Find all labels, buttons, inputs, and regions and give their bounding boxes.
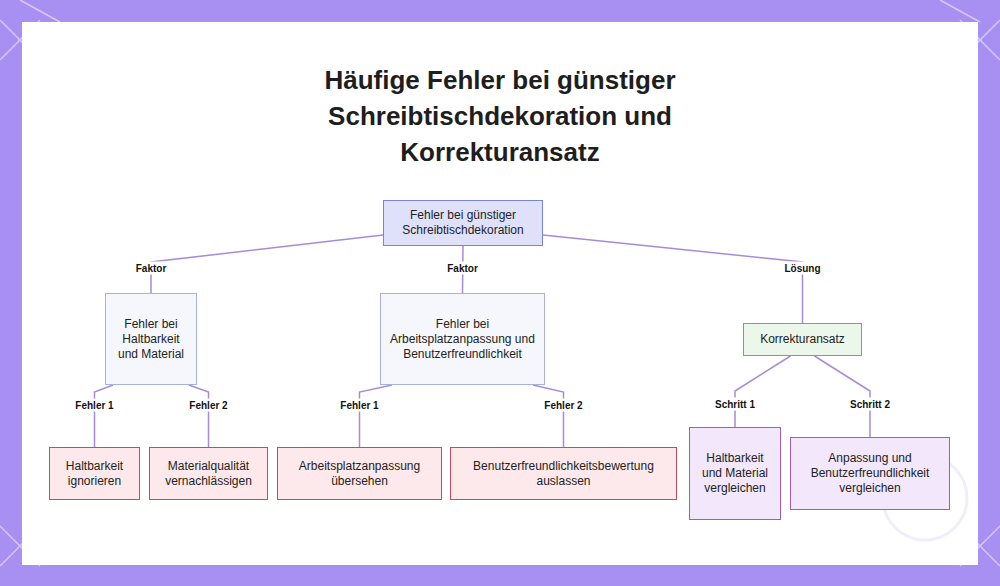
solution-box: Korrekturansatz (743, 323, 862, 356)
connector-line (533, 385, 564, 447)
edge-label: Lösung (781, 262, 823, 275)
corner-lines (0, 0, 1000, 566)
node-text: Arbeitsplatzanpassung übersehen (284, 459, 435, 489)
connector-line (360, 385, 393, 447)
connector-line (543, 235, 803, 323)
node-text: Korrekturansatz (750, 332, 855, 347)
connector-line (815, 356, 871, 437)
edge-label: Schritt 2 (847, 398, 893, 411)
process-box: Fehler bei Haltbarkeit und Material (105, 293, 197, 385)
node-text: Anpassung und Benutzerfreundlichkeit ver… (797, 451, 943, 496)
node-text: Fehler bei Haltbarkeit und Material (112, 317, 190, 362)
edge-label: Fehler 1 (337, 399, 381, 412)
node-text: Fehler bei Arbeitsplatzanpassung und Ben… (387, 317, 538, 362)
connector-line (189, 385, 209, 447)
root-box: Fehler bei günstiger Schreibtischdekorat… (383, 200, 543, 246)
process-box: Benutzerfreundlichkeitsbewertung auslass… (450, 447, 677, 500)
edge-label: Faktor (133, 262, 170, 275)
diagram-title: Häufige Fehler bei günstiger Schreibtisc… (265, 62, 735, 170)
process-box: Haltbarkeit und Material vergleichen (689, 427, 781, 520)
node-text: Materialqualität vernachlässigen (156, 459, 261, 489)
edge-label: Faktor (444, 262, 481, 275)
node-text: Benutzerfreundlichkeitsbewertung auslass… (457, 459, 670, 489)
edge-label: Schritt 1 (712, 398, 758, 411)
process-box: Fehler bei Arbeitsplatzanpassung und Ben… (380, 293, 545, 385)
process-box: Materialqualität vernachlässigen (149, 447, 268, 500)
connector-line (95, 385, 114, 447)
edge-label: Fehler 2 (541, 399, 585, 412)
white-panel (22, 22, 978, 565)
process-box: Arbeitsplatzanpassung übersehen (277, 447, 442, 500)
process-box: Anpassung und Benutzerfreundlichkeit ver… (790, 437, 950, 510)
connector-line (151, 235, 383, 293)
node-text: Fehler bei günstiger Schreibtischdekorat… (390, 208, 536, 238)
connector-line (735, 356, 791, 427)
node-text: Haltbarkeit ignorieren (56, 459, 133, 489)
node-text: Haltbarkeit und Material vergleichen (696, 451, 774, 496)
edge-label: Fehler 1 (72, 399, 116, 412)
edge-label: Fehler 2 (186, 399, 230, 412)
process-box: Haltbarkeit ignorieren (49, 447, 140, 500)
